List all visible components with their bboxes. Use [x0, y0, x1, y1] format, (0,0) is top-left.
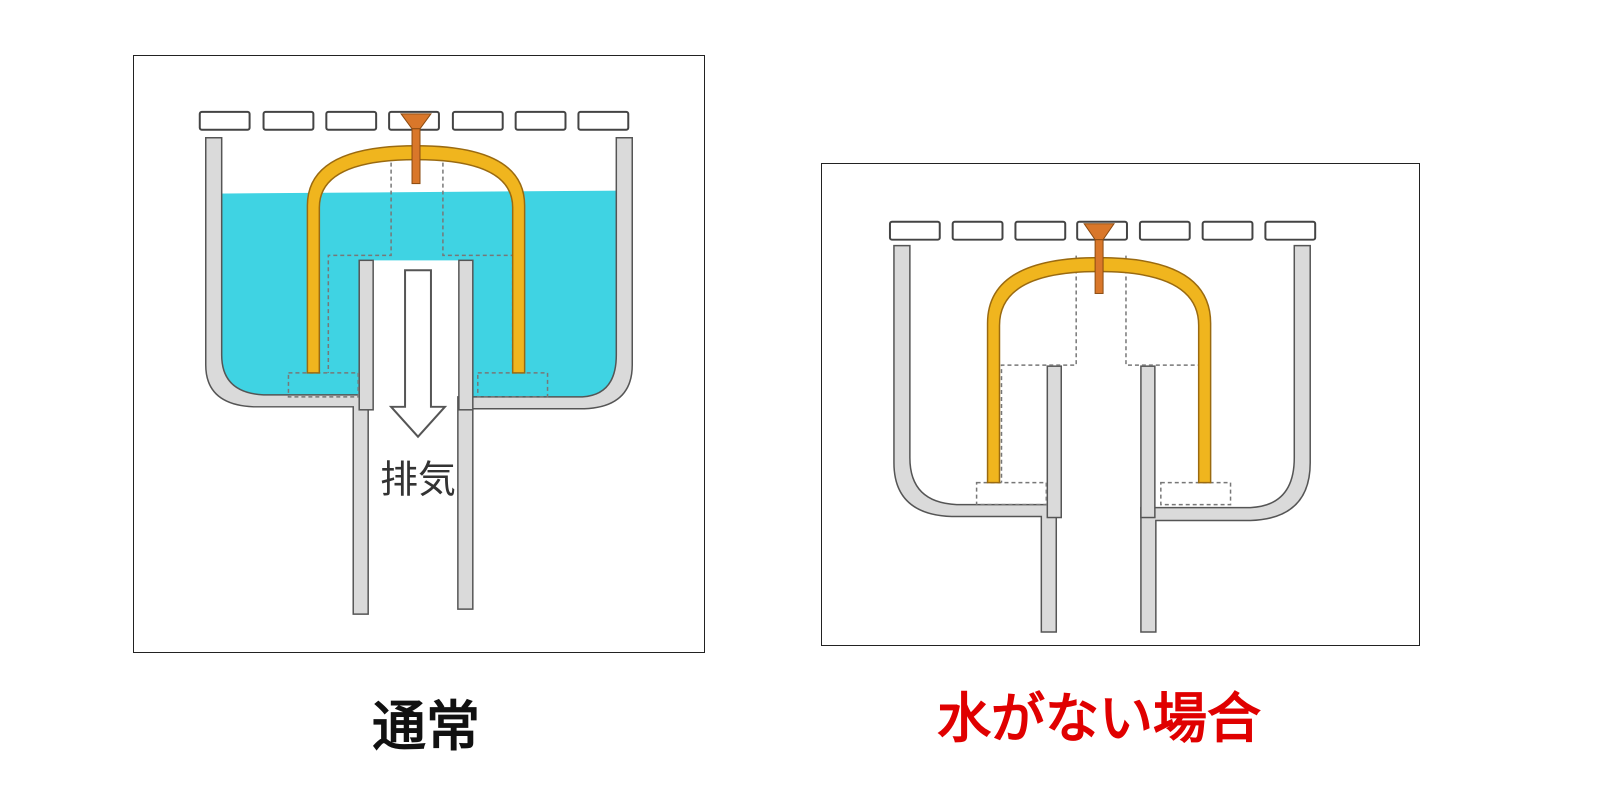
outer-bowl-right	[1140, 244, 1311, 633]
trap-diagram-no-water	[888, 220, 1317, 633]
bell-dashed-outline	[1000, 255, 1202, 483]
trap-bell	[986, 256, 1212, 484]
valve-icon	[1083, 223, 1115, 294]
diagram-normal-panel: 排気	[133, 55, 705, 653]
outer-bowl	[893, 244, 1058, 633]
bell-foot-left	[287, 372, 359, 398]
caption-normal: 通常	[372, 695, 480, 758]
trap-diagram-normal: 排気	[198, 110, 633, 615]
caption-no-water: 水がない場合	[937, 687, 1261, 750]
exhaust-arrow-icon	[388, 269, 448, 439]
outer-bowl-right	[457, 137, 633, 610]
trap-bell	[306, 144, 526, 374]
center-tube-right	[1140, 365, 1156, 519]
bell-foot-right	[1160, 481, 1232, 506]
center-tube-left	[358, 259, 374, 411]
center-tube-right	[458, 259, 474, 411]
grate	[888, 220, 1317, 241]
exhaust-label: 排気	[380, 458, 456, 502]
bell-foot-left	[975, 481, 1048, 506]
diagram-no-water-panel	[821, 163, 1420, 646]
bell-dashed-outline	[327, 155, 514, 373]
outer-bowl	[205, 137, 369, 615]
valve-icon	[400, 113, 432, 185]
grate	[198, 110, 630, 131]
center-tube-left	[1046, 365, 1062, 519]
